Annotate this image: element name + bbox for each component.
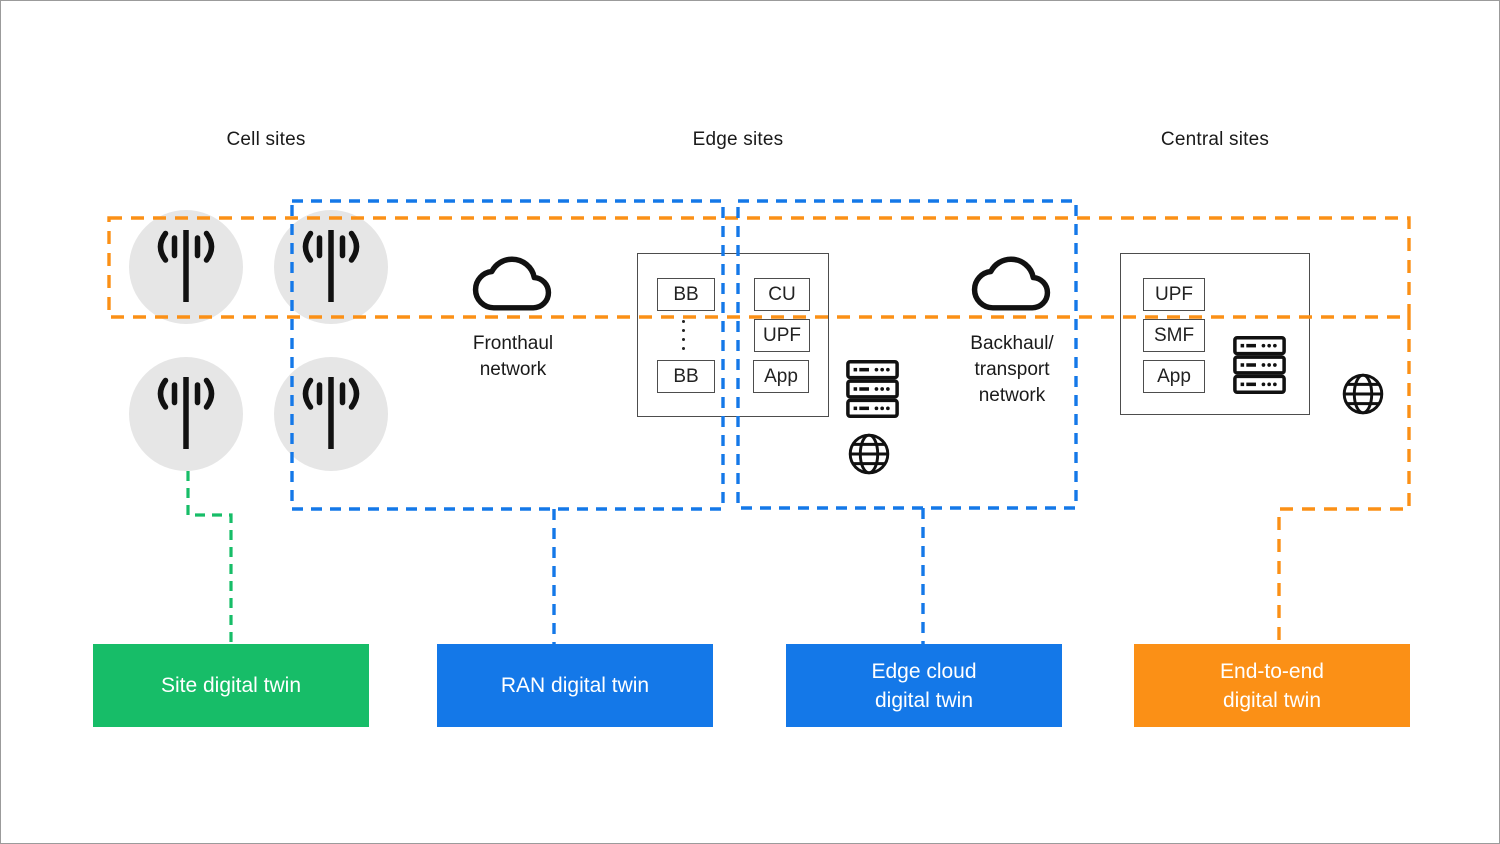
backhaul-line3: network bbox=[978, 385, 1046, 406]
cell-tower-icon bbox=[146, 228, 226, 304]
cell-sites-label: Cell sites bbox=[226, 129, 306, 150]
bb-chip: BB bbox=[657, 278, 715, 311]
fronthaul-line1: Fronthaul bbox=[472, 333, 554, 354]
cell-tower-icon bbox=[146, 375, 226, 451]
ran-digital-twin-box: RAN digital twin bbox=[437, 644, 713, 727]
site-digital-twin-box: Site digital twin bbox=[93, 644, 369, 727]
upf-chip: UPF bbox=[1143, 278, 1205, 311]
smf-chip: SMF bbox=[1143, 319, 1205, 352]
ran-digital-twin-label: RAN digital twin bbox=[500, 674, 650, 697]
edge-node-box: BB CU UPF App BB bbox=[637, 253, 829, 417]
cell-site-node bbox=[274, 357, 388, 471]
end-to-end-digital-twin-label-line1: End-to-end bbox=[1220, 659, 1324, 683]
cloud-icon bbox=[970, 253, 1052, 311]
central-sites-label: Central sites bbox=[1160, 129, 1270, 150]
cell-tower-icon bbox=[291, 375, 371, 451]
edge-cloud-digital-twin-label-line2: digital twin bbox=[874, 688, 974, 712]
fronthaul-network-label: Fronthaul network bbox=[473, 331, 553, 383]
cell-site-node bbox=[129, 210, 243, 324]
globe-icon bbox=[848, 433, 890, 475]
cloud-icon bbox=[471, 253, 553, 311]
cell-site-node bbox=[129, 357, 243, 471]
server-rack-icon bbox=[1233, 336, 1286, 394]
edge-sites-label: Edge sites bbox=[692, 129, 784, 150]
ellipsis-dots bbox=[682, 320, 685, 350]
backhaul-line1: Backhaul/ bbox=[970, 333, 1054, 354]
end-to-end-digital-twin-label-line2: digital twin bbox=[1222, 688, 1322, 712]
cell-tower-icon bbox=[291, 228, 371, 304]
backhaul-network-label: Backhaul/ transport network bbox=[970, 331, 1053, 409]
site-digital-twin-label: Site digital twin bbox=[160, 674, 302, 697]
globe-icon bbox=[1342, 373, 1384, 415]
end-to-end-digital-twin-box: End-to-end digital twin bbox=[1134, 644, 1410, 727]
bb-chip: BB bbox=[657, 360, 715, 393]
fronthaul-line2: network bbox=[479, 359, 547, 380]
server-rack-icon bbox=[846, 360, 899, 418]
app-chip: App bbox=[753, 360, 809, 393]
backhaul-line2: transport bbox=[974, 359, 1050, 380]
cu-chip: CU bbox=[754, 278, 810, 311]
edge-cloud-digital-twin-box: Edge cloud digital twin bbox=[786, 644, 1062, 727]
edge-cloud-digital-twin-label-line1: Edge cloud bbox=[871, 659, 977, 683]
cell-site-node bbox=[274, 210, 388, 324]
upf-chip: UPF bbox=[754, 319, 810, 352]
site-connector-line bbox=[186, 471, 233, 644]
app-chip: App bbox=[1143, 360, 1205, 393]
